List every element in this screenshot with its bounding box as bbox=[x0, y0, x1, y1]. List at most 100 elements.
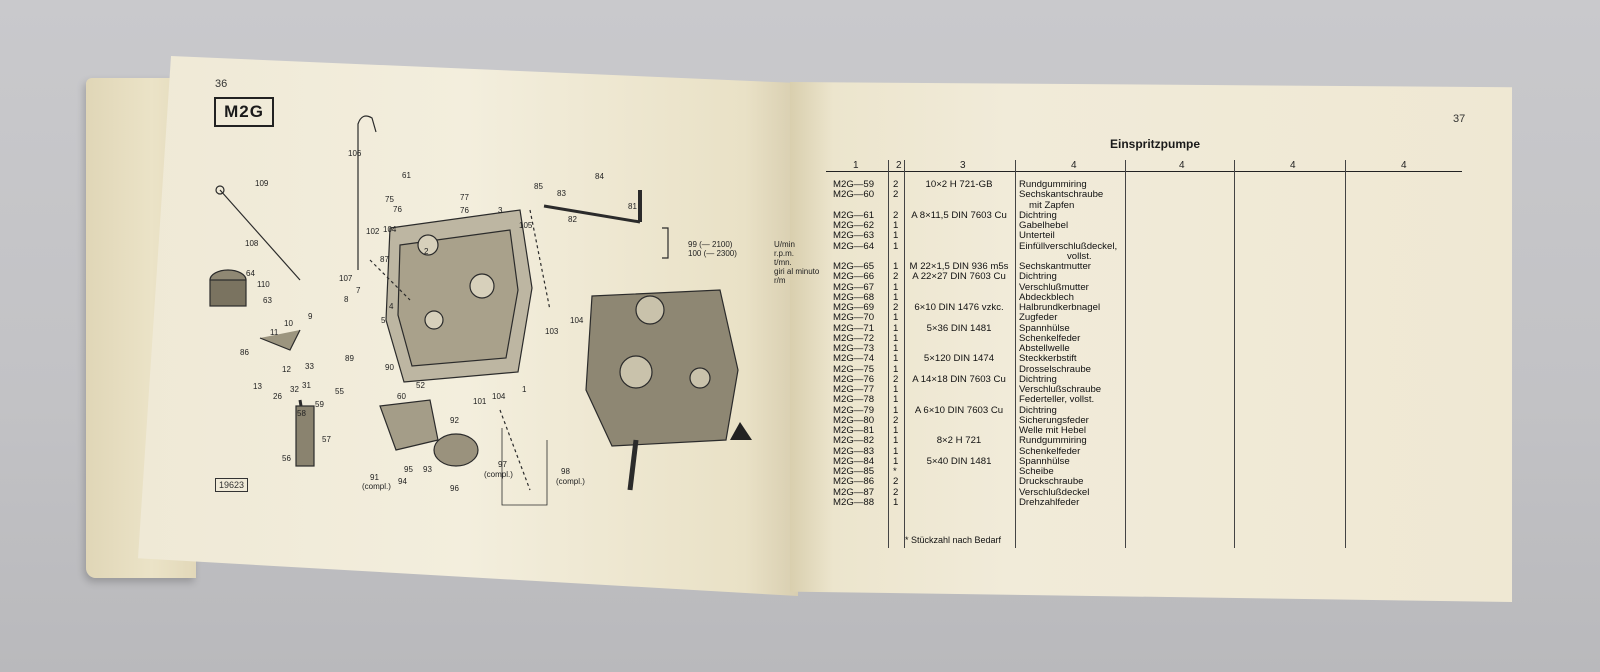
part-number-cell: M2G—74 bbox=[833, 353, 875, 365]
quantity-cell: 2 bbox=[893, 179, 899, 190]
description-cell: Dichtring bbox=[1019, 373, 1057, 385]
callout: 93 bbox=[423, 465, 432, 474]
callout: 55 bbox=[335, 387, 344, 396]
callout: 13 bbox=[253, 382, 262, 391]
spec-cell: M 22×1,5 DIN 936 m5s bbox=[909, 261, 1009, 272]
spec-cell bbox=[905, 467, 1013, 477]
callout: 75 bbox=[385, 195, 394, 204]
column-divider bbox=[888, 160, 889, 548]
callout: 10 bbox=[284, 319, 293, 328]
spec-cell bbox=[905, 242, 1013, 252]
callout: 61 bbox=[402, 171, 411, 180]
spec-cell bbox=[905, 313, 1013, 323]
column-divider bbox=[1125, 160, 1126, 548]
quantity-cell: 1 bbox=[893, 363, 899, 375]
callout: 76 bbox=[460, 206, 469, 215]
quantity-cell: 1 bbox=[893, 220, 899, 231]
callout: 92 bbox=[450, 416, 459, 425]
description-cell: mit Zapfen bbox=[1029, 199, 1075, 211]
callout: 64 bbox=[246, 269, 255, 278]
figure-number: 19623 bbox=[215, 478, 249, 492]
quantity-cell: 1 bbox=[893, 404, 899, 416]
callout: 85 bbox=[534, 182, 543, 191]
column-header: 2 bbox=[896, 160, 902, 171]
description-cell: Spannhülse bbox=[1019, 455, 1070, 467]
part-number-cell: M2G—79 bbox=[833, 404, 875, 416]
description-cell: Dichtring bbox=[1019, 209, 1057, 221]
quantity-cell: * bbox=[893, 466, 897, 477]
callout: 104 bbox=[383, 225, 397, 234]
part-number-cell: M2G—64 bbox=[833, 240, 875, 252]
description-cell: Dichtring bbox=[1019, 404, 1057, 416]
unit-label: U/min bbox=[774, 240, 795, 249]
callout: 9 bbox=[308, 312, 313, 321]
part-number-cell: M2G—63 bbox=[833, 230, 875, 242]
callout: (compl.) bbox=[556, 477, 585, 486]
quantity-cell: 1 bbox=[893, 281, 899, 293]
part-number-cell: M2G—75 bbox=[833, 363, 875, 375]
callout: 12 bbox=[282, 365, 291, 374]
callout: 5 bbox=[381, 316, 386, 325]
callout: 104 bbox=[492, 392, 506, 401]
callout: 11 bbox=[270, 328, 279, 337]
unit-label: giri al minuto bbox=[774, 267, 820, 276]
callout: 7 bbox=[356, 286, 361, 295]
part-number-cell: M2G—59 bbox=[833, 179, 875, 190]
callout: 32 bbox=[290, 385, 299, 394]
unit-label: r/m bbox=[774, 276, 786, 285]
spec-cell: 10×2 H 721-GB bbox=[925, 179, 993, 190]
quantity-cell: 1 bbox=[893, 312, 899, 324]
spec-cell bbox=[905, 385, 1013, 395]
quantity-cell: 1 bbox=[893, 322, 899, 334]
part-number-cell: M2G—85 bbox=[833, 466, 875, 477]
callout: 109 bbox=[255, 179, 269, 188]
part-number-cell: M2G—71 bbox=[833, 322, 875, 334]
part-number-cell: M2G—73 bbox=[833, 343, 875, 354]
description-cell: Rundgummiring bbox=[1019, 179, 1087, 190]
part-number-cell: M2G—82 bbox=[833, 435, 875, 447]
callout: 84 bbox=[595, 172, 604, 181]
description-cell: Verschlußschraube bbox=[1019, 384, 1102, 395]
callout: 81 bbox=[628, 202, 637, 211]
spec-cell bbox=[905, 231, 1013, 241]
callout: 83 bbox=[557, 189, 566, 198]
part-number-cell: M2G—68 bbox=[833, 291, 875, 303]
callout: 56 bbox=[282, 454, 291, 463]
callout: 60 bbox=[397, 392, 406, 401]
quantity-cell: 1 bbox=[893, 261, 899, 272]
description-cell: Unterteil bbox=[1019, 230, 1055, 242]
description-cell: Einfüllverschlußdeckel, bbox=[1019, 240, 1118, 252]
callout: 26 bbox=[273, 392, 282, 401]
callout: 103 bbox=[545, 327, 559, 336]
quantity-cell: 1 bbox=[893, 230, 899, 242]
quantity-cell: 1 bbox=[893, 240, 899, 252]
footnote: * Stückzahl nach Bedarf bbox=[905, 535, 1002, 545]
column-divider bbox=[904, 160, 905, 548]
column-divider bbox=[1345, 160, 1346, 548]
callout: 33 bbox=[305, 362, 314, 371]
part-number-cell: M2G—62 bbox=[833, 220, 875, 231]
quantity-cell: 2 bbox=[893, 414, 899, 426]
callout: 95 bbox=[404, 465, 413, 474]
description-cell: vollst. bbox=[1067, 250, 1092, 262]
callout: 89 bbox=[345, 354, 354, 363]
spec-cell: 5×120 DIN 1474 bbox=[923, 353, 995, 365]
part-number-cell: M2G—84 bbox=[833, 455, 875, 467]
spec-cell: A 14×18 DIN 7603 Cu bbox=[912, 373, 1006, 385]
speed-units: U/min r.p.m. t/mn. giri al minuto r/m bbox=[774, 240, 819, 285]
spec-cell: 5×36 DIN 1481 bbox=[926, 322, 992, 334]
quantity-cell: 1 bbox=[893, 435, 899, 447]
quantity-cell: 1 bbox=[893, 496, 899, 508]
description-cell: Verschlußmutter bbox=[1019, 281, 1089, 293]
callout: 82 bbox=[568, 215, 577, 224]
callout: 77 bbox=[460, 193, 469, 202]
callout: 105 bbox=[519, 221, 533, 230]
quantity-cell: 1 bbox=[893, 332, 899, 344]
quantity-cell: 2 bbox=[893, 209, 899, 221]
description-cell: Halbrundkerbnagel bbox=[1019, 302, 1101, 313]
quantity-cell: 2 bbox=[893, 373, 899, 385]
spec-cell: A 22×27 DIN 7603 Cu bbox=[912, 271, 1006, 283]
unit-label: t/mn. bbox=[774, 258, 792, 267]
